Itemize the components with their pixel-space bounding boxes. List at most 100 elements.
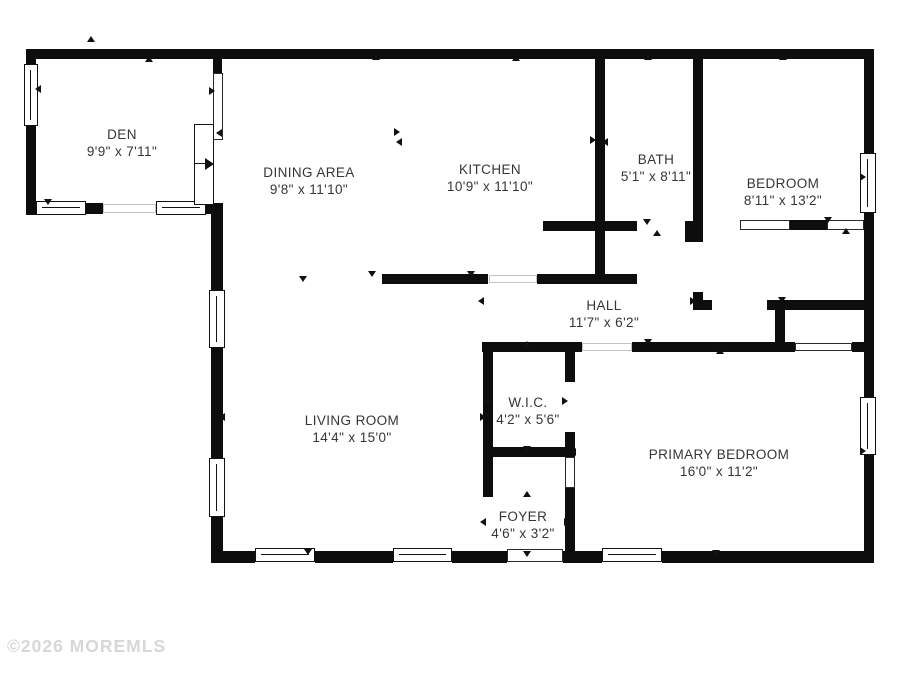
dimension-arrow-up bbox=[87, 36, 95, 42]
wall-wic-right-b bbox=[565, 432, 575, 457]
window-primary-right bbox=[860, 397, 876, 455]
room-dims: 10'9" x 11'10" bbox=[446, 179, 534, 194]
dimension-arrow-down bbox=[44, 199, 52, 205]
dimension-arrow-up bbox=[523, 491, 531, 497]
room-label-primary: PRIMARY BEDROOM 16'0" x 11'2" bbox=[649, 446, 790, 480]
room-dims: 9'8" x 11'10" bbox=[269, 182, 349, 197]
dimension-arrow-up bbox=[372, 54, 380, 60]
dimension-arrow-up bbox=[716, 348, 724, 354]
wall-bottom-b bbox=[315, 551, 393, 563]
den-patio-opening bbox=[103, 204, 156, 213]
dimension-arrow-up bbox=[523, 341, 531, 347]
wall-bath-bottom bbox=[543, 221, 637, 231]
dimension-arrow-left bbox=[602, 138, 608, 146]
dimension-arrow-down bbox=[824, 217, 832, 223]
room-name: DINING AREA bbox=[263, 165, 355, 180]
primary-entry-opening bbox=[582, 343, 632, 351]
room-dims: 14'4" x 15'0" bbox=[312, 430, 392, 445]
room-label-hall: HALL 11'7" x 6'2" bbox=[569, 297, 639, 331]
wall-wic-left bbox=[483, 342, 493, 497]
room-label-bedroom: BEDROOM 8'11" x 13'2" bbox=[744, 175, 822, 209]
dimension-arrow-up bbox=[145, 56, 153, 62]
room-dims: 8'11" x 13'2" bbox=[743, 193, 823, 208]
wall-bath-corner-stub bbox=[685, 221, 693, 242]
wall-bottom-c bbox=[452, 551, 507, 563]
room-label-den: DEN 9'9" x 7'11" bbox=[87, 126, 157, 160]
wall-hall-jog bbox=[775, 300, 785, 352]
room-dims: 5'1" x 8'11" bbox=[620, 169, 692, 184]
room-label-living: LIVING ROOM 14'4" x 15'0" bbox=[305, 412, 399, 446]
wall-hall-bottom-a bbox=[482, 342, 582, 352]
bedroom-closet-door-left bbox=[740, 220, 790, 230]
dimension-arrow-left bbox=[219, 413, 225, 421]
dimension-arrow-down bbox=[712, 550, 720, 556]
dimension-arrow-right bbox=[209, 87, 215, 95]
dimension-arrow-down bbox=[643, 219, 651, 225]
dimension-arrow-down bbox=[304, 549, 312, 555]
den-dining-window-frame bbox=[213, 73, 223, 140]
dimension-arrow-right bbox=[562, 397, 568, 405]
primary-door-frame bbox=[795, 343, 852, 351]
dimension-arrow-right bbox=[690, 297, 696, 305]
room-dims: 16'0" x 11'2" bbox=[679, 464, 759, 479]
dimension-arrow-left bbox=[570, 448, 576, 456]
room-name: HALL bbox=[586, 298, 622, 313]
wall-right-a bbox=[864, 49, 874, 153]
window-living-left-1 bbox=[209, 290, 225, 348]
wall-living-left-b bbox=[211, 348, 223, 458]
room-dims: 11'7" x 6'2" bbox=[568, 315, 640, 330]
window-den-bottom-2 bbox=[156, 201, 206, 215]
room-dims: 4'2" x 5'6" bbox=[496, 412, 560, 427]
foyer-side-frame bbox=[565, 457, 575, 488]
dimension-arrow-right bbox=[860, 173, 866, 181]
wall-den-bottom-a bbox=[26, 203, 36, 214]
room-name: PRIMARY BEDROOM bbox=[648, 447, 790, 462]
kitchen-passthrough-opening bbox=[489, 275, 537, 283]
window-bedroom-right bbox=[860, 153, 876, 213]
dimension-arrow-right bbox=[480, 413, 486, 421]
wall-right-c bbox=[864, 455, 874, 563]
room-name: BEDROOM bbox=[746, 176, 820, 191]
wall-bottom-d bbox=[563, 551, 602, 563]
room-name: BATH bbox=[637, 152, 675, 167]
room-dims: 4'6" x 3'2" bbox=[491, 526, 555, 541]
dimension-arrow-down bbox=[299, 276, 307, 282]
wall-den-left-upper bbox=[26, 49, 36, 65]
dimension-arrow-left bbox=[478, 297, 484, 305]
wall-wic-bottom bbox=[483, 447, 575, 457]
wall-bedroom-bottom bbox=[767, 300, 864, 310]
room-name: KITCHEN bbox=[458, 162, 522, 177]
wall-den-dining-stub bbox=[213, 59, 222, 73]
den-steps-divider bbox=[195, 163, 207, 164]
dimension-arrow-right bbox=[394, 128, 400, 136]
dimension-arrow-left bbox=[480, 518, 486, 526]
dimension-arrow-right bbox=[564, 518, 570, 526]
watermark-text: ©2026 MOREMLS bbox=[7, 636, 167, 656]
dimension-arrow-right bbox=[590, 136, 596, 144]
room-label-foyer: FOYER 4'6" x 3'2" bbox=[491, 508, 554, 542]
room-name: W.I.C. bbox=[508, 395, 548, 410]
room-label-kitchen: KITCHEN 10'9" x 11'10" bbox=[447, 161, 533, 195]
dimension-arrow-right bbox=[860, 447, 866, 455]
dimension-arrow-up bbox=[512, 55, 520, 61]
window-living-bottom-1 bbox=[255, 548, 315, 562]
wall-foyer-right bbox=[565, 488, 575, 551]
wall-den-bottom-b bbox=[86, 203, 103, 214]
room-label-bath: BATH 5'1" x 8'11" bbox=[621, 151, 691, 185]
dimension-arrow-down bbox=[523, 446, 531, 452]
den-steps-arrow bbox=[205, 158, 214, 170]
room-name: LIVING ROOM bbox=[304, 413, 400, 428]
room-dims: 9'9" x 7'11" bbox=[86, 144, 158, 159]
dimension-arrow-left bbox=[216, 129, 222, 137]
wall-kitchen-bottom-a bbox=[382, 274, 488, 284]
wall-kitchen-bath bbox=[595, 59, 605, 283]
wall-bedroom-closet bbox=[790, 220, 827, 230]
room-label-wic: W.I.C. 4'2" x 5'6" bbox=[496, 394, 559, 428]
wall-bath-bedroom-upper bbox=[693, 59, 703, 242]
room-name: DEN bbox=[107, 127, 137, 142]
window-den-left bbox=[24, 64, 38, 126]
dimension-arrow-up bbox=[644, 54, 652, 60]
window-living-left-2 bbox=[209, 458, 225, 517]
wall-bath-bedroom-lower bbox=[693, 292, 703, 310]
